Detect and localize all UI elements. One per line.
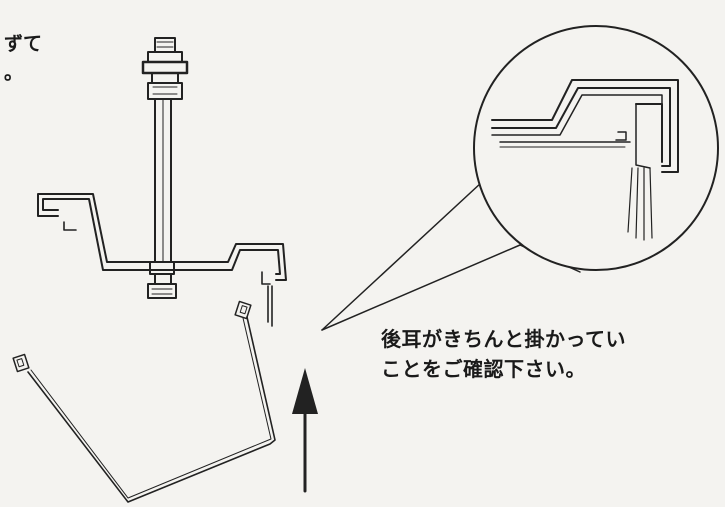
detail-hook (491, 79, 679, 241)
callout-note-line-2: ことをご確認下さい。 (381, 357, 586, 381)
arrow-up-icon (292, 368, 318, 493)
bracket (37, 193, 287, 327)
top-left-note: ずて 。 (4, 30, 42, 88)
callout-note-line-1: 後耳がきちんと掛かってい (381, 327, 626, 351)
callout-note: 後耳がきちんと掛かってい ことをご確認下さい。 (381, 324, 626, 384)
detail-magnifier (321, 25, 719, 331)
top-left-note-line-2: 。 (4, 62, 24, 84)
gutter-profile (12, 300, 276, 503)
top-left-note-line-1: ずて (4, 33, 43, 55)
hanger-rod (141, 37, 189, 299)
